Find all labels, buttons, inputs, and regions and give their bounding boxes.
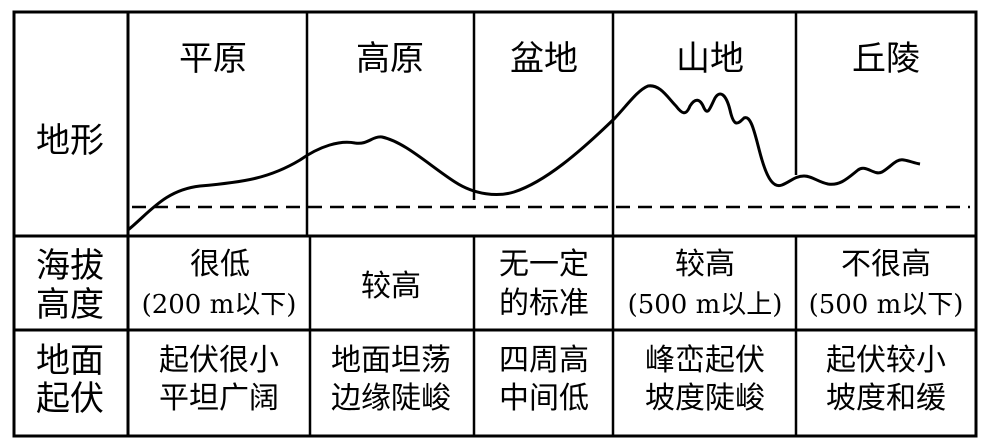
elevation-mountain-line-2: (500 m以上): [628, 290, 783, 320]
elevation-basin-line-1: 无一定: [499, 247, 589, 282]
row-label-relief-1: 地面: [36, 341, 104, 381]
relief-hill-line-2: 坡度和缓: [826, 381, 946, 416]
landform-name-plain: 平原: [179, 39, 247, 79]
relief-basin-line-2: 中间低: [499, 381, 589, 416]
row-label-elevation-2: 高度: [36, 285, 104, 325]
relief-plateau-line-1: 地面坦荡: [331, 343, 451, 378]
elevation-plain-line-2: (200 m以下): [142, 290, 297, 320]
landform-name-basin: 盆地: [510, 39, 578, 79]
landform-name-plateau: 高原: [356, 39, 424, 79]
elevation-plain-line-1: 很低: [190, 247, 250, 282]
relief-hill-line-1: 起伏较小: [826, 343, 946, 378]
relief-basin-line-1: 四周高: [499, 343, 589, 378]
row-label-terrain: 地形: [36, 121, 104, 161]
landform-name-hill: 丘陵: [852, 39, 920, 79]
relief-plain-line-1: 起伏很小: [159, 343, 279, 378]
terrain-profile-curve: [127, 84, 921, 232]
row-label-relief-2: 起伏: [36, 379, 104, 419]
elevation-mountain-line-1: 较高: [675, 247, 735, 282]
elevation-plateau: 较高: [361, 269, 421, 304]
elevation-basin-line-2: 的标准: [499, 286, 589, 321]
elevation-hill-line-2: (500 m以下): [809, 290, 964, 320]
relief-mountain-line-2: 坡度陡峻: [645, 381, 765, 416]
relief-plain-line-2: 平坦广阔: [159, 381, 279, 416]
elevation-hill-line-1: 不很高: [841, 247, 931, 282]
table-border: [12, 10, 978, 438]
relief-plateau-line-2: 边缘陡峻: [331, 381, 451, 416]
landform-name-mountain: 山地: [676, 39, 744, 79]
row-label-elevation-1: 海拔: [36, 246, 104, 286]
relief-mountain-line-1: 峰峦起伏: [645, 343, 765, 378]
